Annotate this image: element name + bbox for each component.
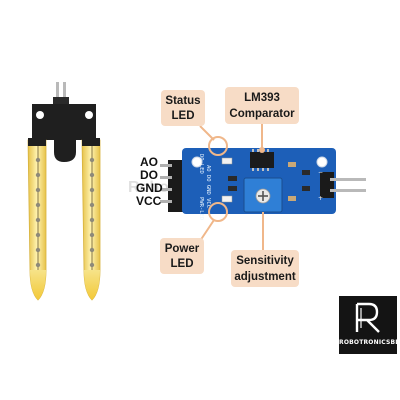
pin-label-ao: AO bbox=[140, 155, 158, 169]
power-led bbox=[222, 196, 232, 202]
callout-status-line1: Status bbox=[165, 95, 200, 107]
pin-label-vcc: VCC bbox=[136, 194, 162, 208]
pcb-mount-hole-right bbox=[317, 157, 327, 167]
capacitor-1 bbox=[288, 162, 296, 167]
status-led bbox=[222, 158, 232, 164]
silk-pwr-led: PWR-LED bbox=[198, 197, 204, 220]
resistor-4 bbox=[302, 186, 310, 191]
brand-logo: ROBOTRONICSBD bbox=[339, 296, 397, 354]
silk-pins: AO DO GND VCC bbox=[205, 165, 211, 208]
callout-comparator-line2: Comparator bbox=[229, 108, 295, 120]
module-right-pins: − + bbox=[318, 169, 366, 202]
svg-text:+: + bbox=[318, 195, 323, 202]
probe-prong-right-top bbox=[82, 138, 100, 146]
probe-prong-left-top bbox=[28, 138, 46, 146]
callout-comparator-line1: LM393 bbox=[244, 92, 280, 104]
soil-probe bbox=[28, 82, 100, 300]
pin-label-gnd: GND bbox=[136, 181, 163, 195]
sensor-module: DO-LED AO DO GND VCC PWR-LED bbox=[160, 148, 366, 220]
resistor-2 bbox=[228, 186, 237, 191]
pin-label-do: DO bbox=[140, 168, 158, 182]
brand-name: ROBOTRONICSBD bbox=[339, 339, 397, 346]
callout-sensitivity-line1: Sensitivity bbox=[236, 255, 294, 267]
probe-tip-left bbox=[30, 270, 46, 300]
callout-comparator: LM393 Comparator bbox=[225, 87, 299, 153]
probe-mount-hole-left bbox=[36, 111, 44, 119]
resistor-3 bbox=[302, 170, 310, 175]
callout-status-line2: LED bbox=[172, 110, 195, 122]
callout-sensitivity-line2: adjustment bbox=[234, 271, 296, 283]
resistor-1 bbox=[228, 176, 237, 181]
silk-do-led: DO-LED bbox=[198, 154, 204, 174]
probe-pin-header bbox=[53, 97, 69, 105]
potentiometer bbox=[244, 178, 282, 212]
callout-power-line1: Power bbox=[165, 243, 200, 255]
callout-status-led: Status LED bbox=[161, 90, 227, 155]
callout-power-line2: LED bbox=[171, 258, 194, 270]
probe-tip-right bbox=[84, 270, 100, 300]
probe-mount-hole-right bbox=[85, 111, 93, 119]
callout-sensitivity: Sensitivity adjustment bbox=[231, 212, 299, 287]
capacitor-2 bbox=[288, 196, 296, 201]
svg-text:−: − bbox=[318, 169, 323, 176]
